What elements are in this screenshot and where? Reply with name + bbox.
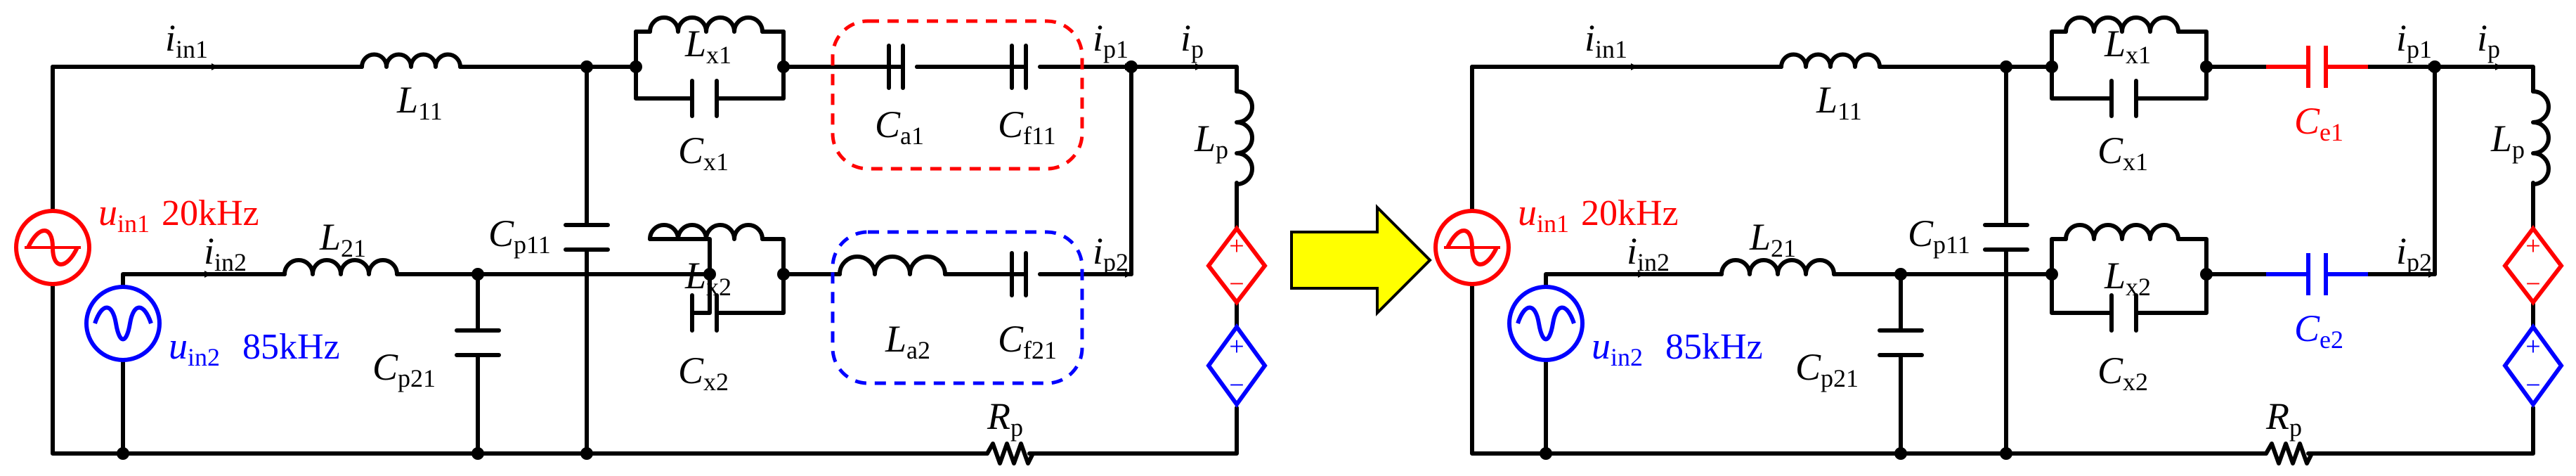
label-Cf11: Cf11: [998, 103, 1056, 150]
capacitor-Cx2-right: [2109, 293, 2138, 333]
label-Cp11: Cp11: [488, 212, 551, 259]
label-freq2-right: 85kHz: [1665, 327, 1763, 367]
label-ip1-right: ip1: [2396, 17, 2432, 63]
label-Lx1: Lx1: [684, 22, 731, 69]
capacitor-Cf11: [915, 44, 1028, 90]
inductor-Lx1: [634, 15, 786, 34]
label-La2: La2: [885, 318, 930, 364]
label-Rp-right: Rp: [2265, 395, 2302, 442]
label-ip2-right: ip2: [2396, 230, 2432, 276]
capacitor-Cp21: [455, 328, 501, 357]
label-Cp21: Cp21: [372, 346, 436, 392]
capacitor-Cf21: [1010, 251, 1028, 297]
inductor-Lx2-right: [2064, 223, 2180, 241]
label-u-in1: uin1: [98, 191, 150, 238]
label-ip: ip: [1180, 17, 1204, 63]
label-ip-right: ip: [2477, 17, 2500, 63]
label-Lx2: Lx2: [684, 255, 731, 301]
capacitor-Ce2-right: [2266, 253, 2368, 295]
label-i-in1: iin1: [165, 17, 208, 63]
label-Cp21-right: Cp21: [1795, 346, 1859, 392]
label-L11-right: L11: [1816, 79, 1862, 125]
label-Cf21: Cf21: [998, 318, 1057, 364]
label-i-in2: iin2: [204, 230, 247, 276]
capacitor-Cp11: [564, 223, 610, 252]
label-Cx1: Cx1: [678, 129, 729, 176]
inductor-Lx1-right: [2064, 15, 2180, 34]
label-u-in2-right: uin2: [1592, 325, 1643, 371]
svg-text:−: −: [1229, 269, 1244, 299]
inductor-L11-right: [1779, 52, 1882, 69]
label-freq1-right: 20kHz: [1581, 193, 1679, 233]
svg-text:+: +: [1229, 332, 1244, 361]
left-circuit: + − + − iin1 L11 Lx1 Cx1 Ca1 Cf11 ip1 ip…: [14, 15, 1268, 465]
source-uin2-icon: [84, 285, 162, 362]
label-Lp: Lp: [1194, 117, 1228, 164]
inductor-L11: [360, 52, 462, 69]
inductor-La2: [838, 255, 947, 276]
svg-text:+: +: [2525, 332, 2540, 361]
capacitor-Cp21-right: [1878, 328, 1924, 357]
label-ip1: ip1: [1093, 17, 1128, 63]
capacitor-Cp11-right: [1983, 223, 2029, 252]
svg-text:+: +: [1229, 231, 1244, 261]
label-i-in2-right: iin2: [1627, 230, 1670, 276]
label-i-in1-right: iin1: [1585, 17, 1627, 63]
svg-text:−: −: [1229, 371, 1244, 400]
label-Ce1-right: Ce1: [2294, 100, 2343, 146]
capacitor-Cx2: [690, 293, 719, 333]
svg-text:+: +: [2525, 231, 2540, 261]
label-L21-right: L21: [1749, 216, 1796, 262]
label-ip2: ip2: [1093, 230, 1128, 276]
dependent-source-red-right-icon: + −: [2502, 225, 2564, 306]
resistor-Rp: [985, 442, 1035, 465]
label-L11: L11: [396, 79, 443, 125]
label-u-in1-right: uin1: [1518, 191, 1569, 238]
source-uin1-icon: [14, 209, 91, 286]
label-u-in2: uin2: [169, 325, 220, 371]
label-Lp-right: Lp: [2490, 117, 2525, 164]
source-uin2-right-icon: [1507, 285, 1585, 362]
label-Cx2-right: Cx2: [2097, 349, 2148, 396]
label-Cp11-right: Cp11: [1908, 212, 1970, 259]
label-Cx1-right: Cx1: [2097, 129, 2148, 176]
svg-text:−: −: [2525, 269, 2540, 299]
label-Rp: Rp: [987, 395, 1023, 442]
resistor-Rp-right: [2264, 442, 2314, 465]
capacitor-Cx1: [690, 79, 719, 118]
svg-text:−: −: [2525, 371, 2540, 400]
capacitor-Cx1-right: [2109, 79, 2138, 118]
label-L21: L21: [319, 216, 366, 262]
dependent-source-blue-icon: + −: [1206, 323, 1268, 409]
highlight-box-blue: [831, 230, 1084, 385]
label-Ce2-right: Ce2: [2294, 307, 2343, 354]
transform-arrow-icon: [1290, 204, 1432, 316]
label-Lx1-right: Lx1: [2104, 22, 2151, 69]
source-uin1-right-icon: [1433, 209, 1511, 286]
inductor-L21: [282, 258, 399, 276]
capacitor-Ce1-right: [2266, 46, 2368, 88]
right-circuit: + − + − iin1 L11 Lx1 Cx1 Ce1 ip1 ip Lp u…: [1433, 15, 2564, 465]
label-freq1: 20kHz: [162, 193, 259, 233]
inductor-Lp: [1235, 89, 1254, 186]
label-Cx2: Cx2: [678, 349, 729, 396]
inductor-L21-right: [1719, 258, 1836, 276]
label-Ca1: Ca1: [875, 103, 924, 150]
highlight-box-red: [831, 19, 1084, 171]
inductor-Lp-right: [2531, 89, 2551, 186]
dependent-source-red-icon: + −: [1206, 225, 1268, 306]
label-freq2: 85kHz: [242, 327, 340, 367]
label-Lx2-right: Lx2: [2104, 255, 2151, 301]
capacitor-Ca1: [845, 44, 905, 90]
dependent-source-blue-right-icon: + −: [2502, 323, 2564, 409]
